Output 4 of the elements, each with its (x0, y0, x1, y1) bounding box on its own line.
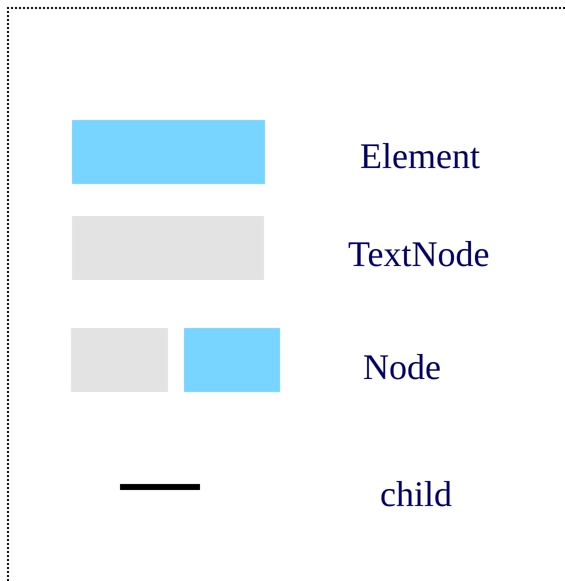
legend-label: Node (363, 349, 441, 385)
legend-label: child (380, 476, 452, 512)
legend-label: Element (360, 138, 480, 174)
legend-label: TextNode (348, 236, 490, 272)
